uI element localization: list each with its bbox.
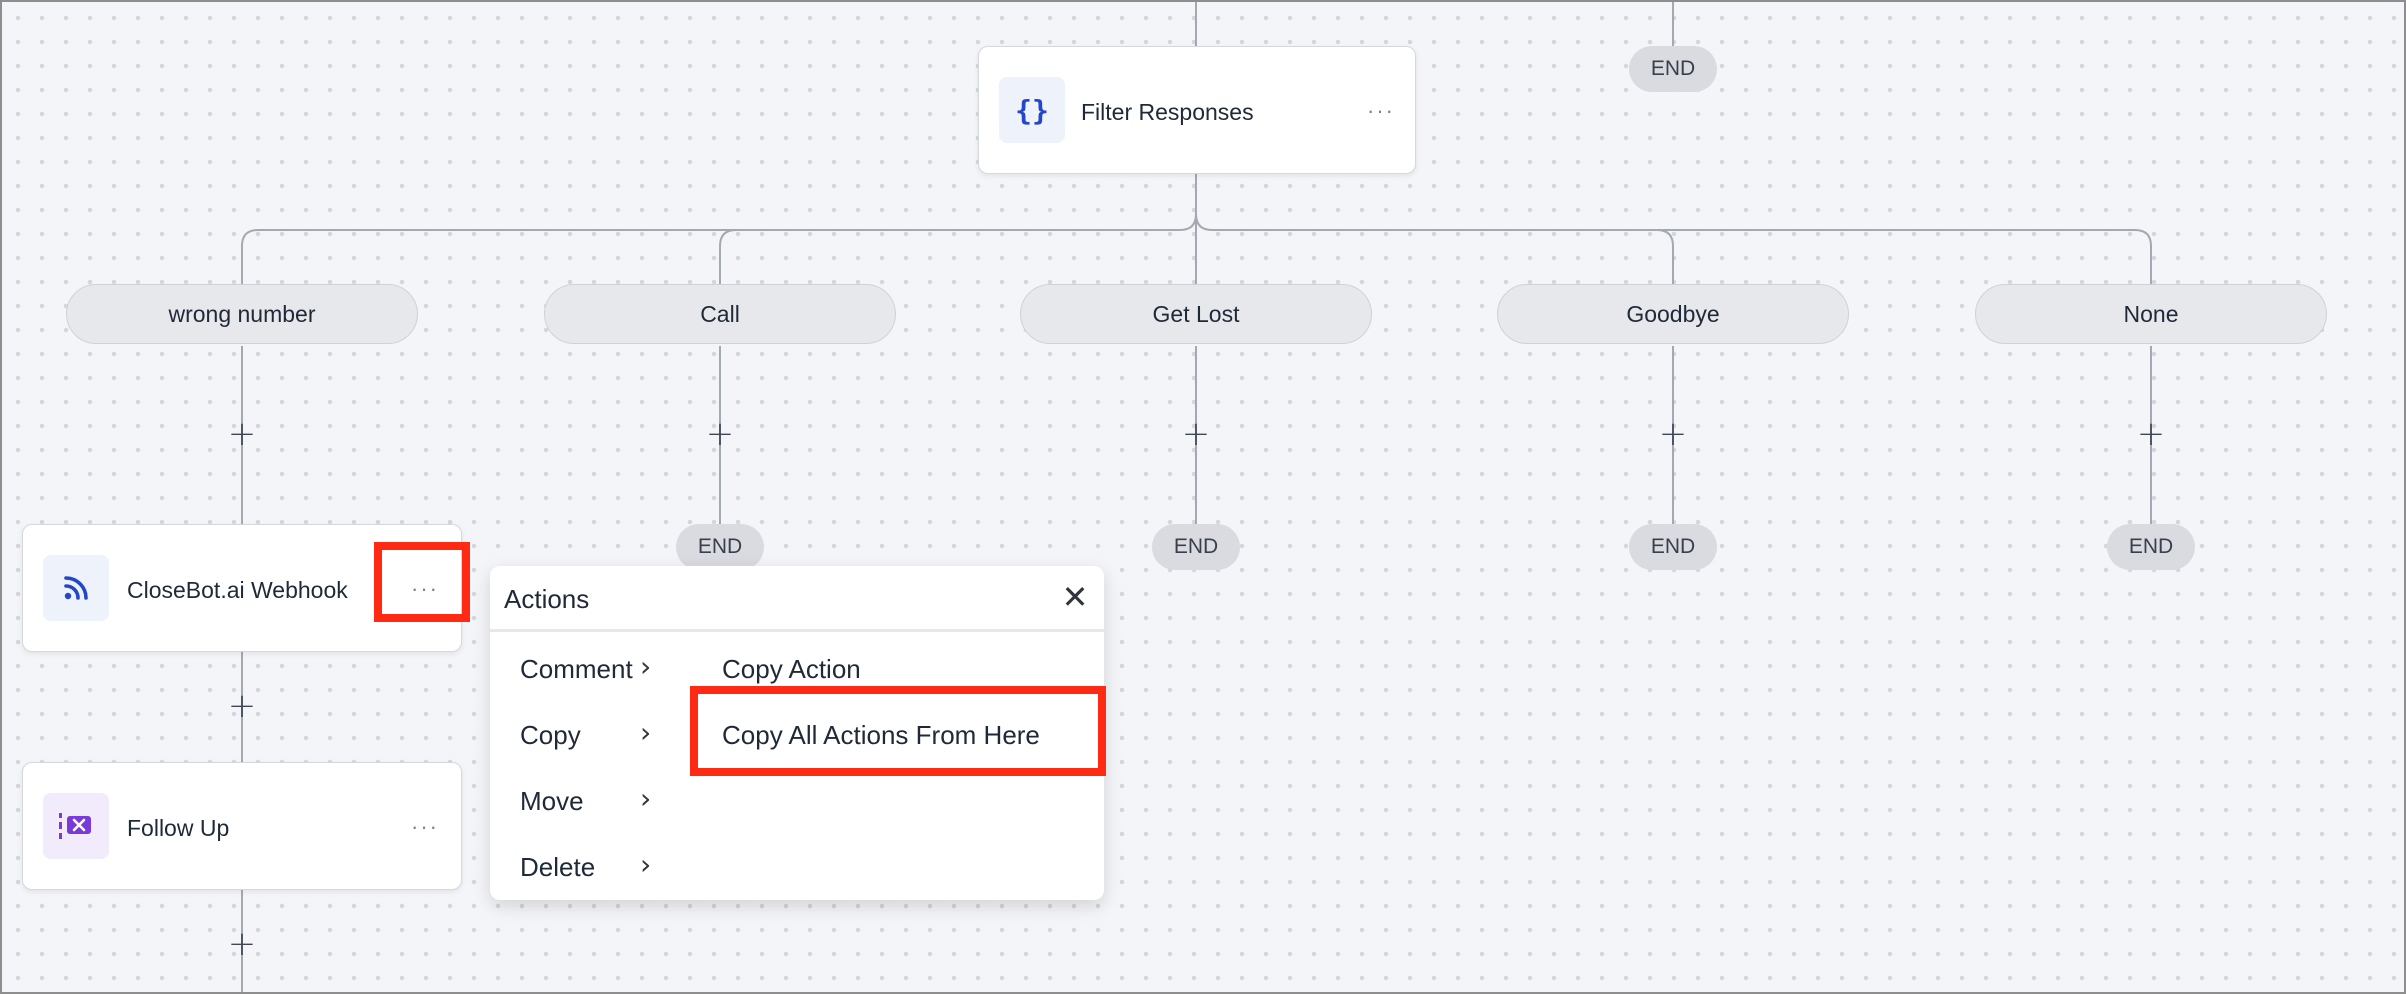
webhook-node-title: CloseBot.ai Webhook	[127, 577, 348, 603]
webhook-node-more-icon[interactable]: ···	[411, 576, 439, 601]
menu-item-comment[interactable]: Comment	[520, 654, 633, 684]
chevron-right-icon: ›	[640, 650, 652, 683]
follow-up-node-title: Follow Up	[127, 815, 230, 841]
submenu-copy-action[interactable]: Copy Action	[722, 654, 861, 684]
menu-item-move[interactable]: Move	[520, 786, 584, 816]
add-step-button[interactable]: +	[705, 414, 735, 454]
add-step-button[interactable]: +	[2136, 414, 2166, 454]
follow-up-node[interactable]: Follow Up ···	[22, 762, 462, 890]
branch-call[interactable]: Call	[544, 284, 896, 344]
actions-menu-header: Actions ✕	[490, 566, 1104, 632]
curly-braces-icon: {}	[999, 77, 1065, 143]
add-step-button[interactable]: +	[227, 924, 257, 964]
add-step-button[interactable]: +	[227, 686, 257, 726]
submenu-copy-all-actions[interactable]: Copy All Actions From Here	[722, 720, 1040, 750]
end-badge-get-lost: END	[1152, 524, 1240, 570]
end-badge-none: END	[2107, 524, 2195, 570]
rss-feed-icon	[43, 555, 109, 621]
close-icon[interactable]: ✕	[1061, 579, 1089, 615]
filter-responses-title: Filter Responses	[1081, 99, 1254, 125]
add-step-button[interactable]: +	[1181, 414, 1211, 454]
end-badge-call: END	[676, 524, 764, 570]
branch-none[interactable]: None	[1975, 284, 2327, 344]
end-badge-goodbye: END	[1629, 524, 1717, 570]
chevron-right-icon: ›	[640, 848, 652, 881]
add-step-button[interactable]: +	[1658, 414, 1688, 454]
branch-get-lost[interactable]: Get Lost	[1020, 284, 1372, 344]
branch-wrong-number[interactable]: wrong number	[66, 284, 418, 344]
end-badge-top: END	[1629, 46, 1717, 92]
actions-menu: Actions ✕ Comment › Copy › Move › Delete…	[490, 566, 1104, 900]
actions-menu-title: Actions	[504, 584, 590, 614]
closebot-webhook-node[interactable]: CloseBot.ai Webhook ···	[22, 524, 462, 652]
filter-node-more-icon[interactable]: ···	[1367, 98, 1395, 123]
follow-up-node-more-icon[interactable]: ···	[411, 814, 439, 839]
chevron-right-icon: ›	[640, 782, 652, 815]
follow-up-icon	[43, 793, 109, 859]
chevron-right-icon: ›	[640, 716, 652, 749]
menu-item-copy[interactable]: Copy	[520, 720, 581, 750]
branch-goodbye[interactable]: Goodbye	[1497, 284, 1849, 344]
menu-item-delete[interactable]: Delete	[520, 852, 596, 882]
filter-responses-node[interactable]: {} Filter Responses ···	[978, 46, 1416, 174]
add-step-button[interactable]: +	[227, 414, 257, 454]
